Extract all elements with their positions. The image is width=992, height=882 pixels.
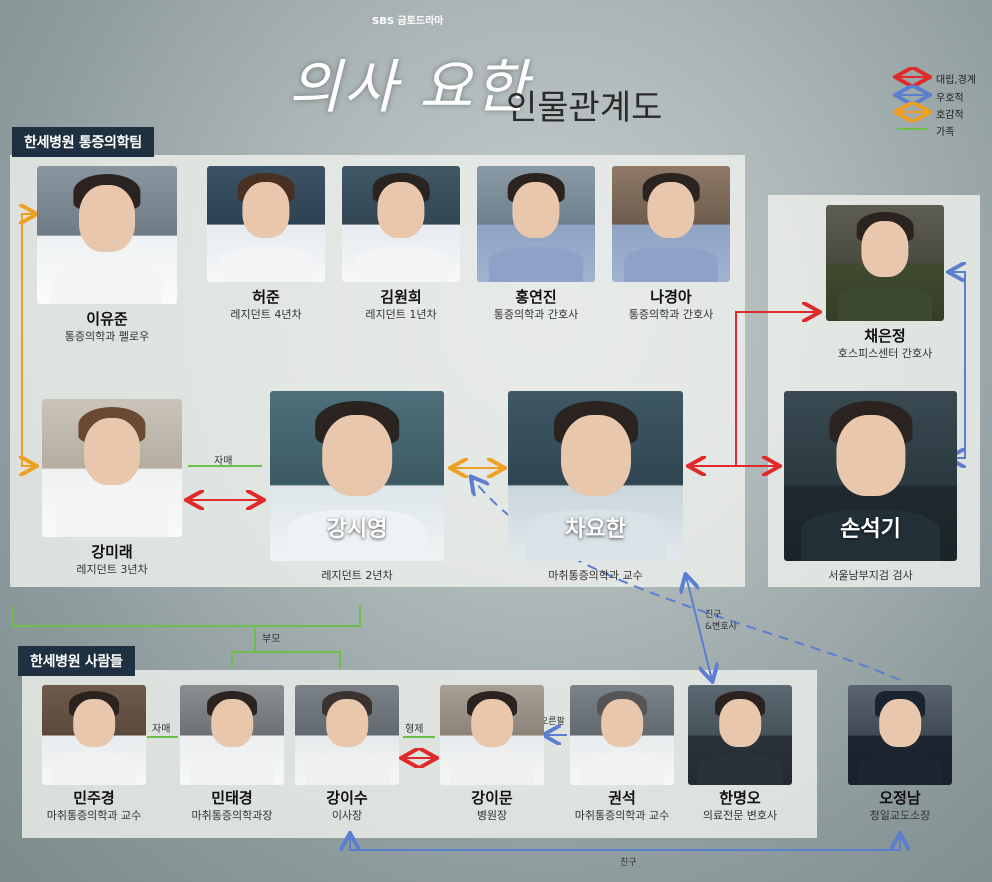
- legend: [897, 77, 928, 130]
- character-photo: [477, 166, 595, 282]
- character-card-chaeeunjeong[interactable]: 채은정 호스피스센터 간호사: [826, 205, 944, 365]
- character-name: 채은정: [864, 327, 906, 345]
- character-photo: [440, 685, 544, 785]
- legend-label-conflict: 대립,경계: [936, 75, 976, 86]
- character-role: 레지던트 4년차: [230, 308, 302, 321]
- character-name: 권석: [608, 789, 636, 807]
- character-card-kimwonhee[interactable]: 김원희 레지던트 1년차: [342, 166, 460, 326]
- character-name: 김원희: [380, 288, 422, 306]
- link-parents-bracket: [11, 606, 361, 627]
- character-role: 통증의학과 간호사: [493, 308, 579, 321]
- legend-label-liking: 호감적: [936, 110, 964, 121]
- link-ohjeongnam-dashed: [472, 478, 901, 681]
- character-photo: [42, 399, 182, 537]
- character-name: 나경아: [650, 288, 692, 306]
- character-role: 마취통증의학과 교수: [46, 809, 142, 822]
- character-photo: [688, 685, 792, 785]
- section-tag-hospital: 한세병원 사람들: [18, 646, 135, 676]
- rel-label-right-hand: 오른팔: [540, 717, 565, 727]
- character-role: 병원장: [476, 809, 508, 822]
- link-leeyujun-kangmirae: [22, 214, 35, 466]
- link-chayohan-chaeeunjeong: [735, 312, 818, 466]
- character-card-sonseokgi[interactable]: 손석기 서울남부지검 검사: [784, 391, 957, 583]
- rel-label-friend-lawyer-2: &변호사: [705, 622, 737, 632]
- character-card-kangsiyoung[interactable]: 강시영 레지던트 2년차: [270, 391, 444, 583]
- character-name: 민태경: [211, 789, 253, 807]
- character-role: 의료전문 변호사: [702, 809, 778, 822]
- character-name: 허준: [252, 288, 280, 306]
- rel-label-sisters: 자매: [214, 456, 233, 467]
- character-name: 이유준: [86, 310, 128, 328]
- link-chaeeunjeong-sonseokgi: [950, 272, 966, 458]
- rel-label-sisters2: 자매: [152, 724, 171, 735]
- character-role: 통증의학과 간호사: [628, 308, 714, 321]
- character-name: 오정남: [879, 789, 921, 807]
- link-friend-lawyer: [686, 576, 712, 680]
- character-role: 레지던트 3년차: [76, 563, 148, 576]
- character-card-kangmirae[interactable]: 강미래 레지던트 3년차: [42, 399, 182, 584]
- character-photo: [295, 685, 399, 785]
- character-photo: [37, 166, 177, 304]
- character-role: 청일교도소장: [869, 809, 931, 822]
- character-name: 강미래: [91, 543, 133, 561]
- show-title-logo: 의사 요한: [288, 53, 530, 121]
- character-photo: 손석기: [784, 391, 957, 561]
- character-role: 레지던트 2년차: [321, 569, 393, 582]
- rel-label-parents: 부모: [262, 634, 281, 645]
- character-card-kwonseok[interactable]: 권석 마취통증의학과 교수: [570, 685, 674, 830]
- character-card-leeyujun[interactable]: 이유준 통증의학과 펠로우: [37, 166, 177, 356]
- character-card-ohjeongnam[interactable]: 오정남 청일교도소장: [848, 685, 952, 830]
- character-card-hongyeonjin[interactable]: 홍연진 통증의학과 간호사: [477, 166, 595, 326]
- character-role: 마취통증의학과 교수: [574, 809, 670, 822]
- character-role: 이사장: [331, 809, 363, 822]
- character-photo: [826, 205, 944, 321]
- character-card-heojun[interactable]: 허준 레지던트 4년차: [207, 166, 325, 326]
- character-photo: [612, 166, 730, 282]
- rel-label-brothers: 형제: [405, 724, 424, 735]
- character-photo: [342, 166, 460, 282]
- character-name: 한명오: [719, 789, 761, 807]
- character-photo: [570, 685, 674, 785]
- character-card-chayohan[interactable]: 차요한 마취통증의학과 교수: [508, 391, 683, 583]
- rel-label-friend: 친구: [620, 858, 637, 868]
- channel-logo: SBS 금토드라마: [372, 16, 444, 27]
- character-photo: [42, 685, 146, 785]
- legend-label-family: 가족: [936, 127, 955, 138]
- character-photo: 차요한: [508, 391, 683, 561]
- character-photo: [848, 685, 952, 785]
- character-name-overlay: 강시영: [326, 517, 388, 542]
- character-role: 마취통증의학과장: [191, 809, 273, 822]
- character-card-hanmyeongo[interactable]: 한명오 의료전문 변호사: [688, 685, 792, 830]
- character-role: 서울남부지검 검사: [828, 569, 913, 582]
- rel-label-friend-lawyer-1: 친구: [705, 610, 722, 620]
- character-card-nagyeonga[interactable]: 나경아 통증의학과 간호사: [612, 166, 730, 326]
- character-name-overlay: 차요한: [565, 517, 626, 542]
- character-role: 마취통증의학과 교수: [548, 569, 643, 582]
- link-parents-kids: [231, 651, 341, 668]
- character-role: 통증의학과 펠로우: [64, 330, 150, 343]
- link-friend-bottom: [350, 835, 900, 851]
- character-role: 레지던트 1년차: [365, 308, 437, 321]
- character-name: 민주경: [73, 789, 115, 807]
- character-photo: [207, 166, 325, 282]
- character-card-minjukyung[interactable]: 민주경 마취통증의학과 교수: [42, 685, 146, 830]
- diagram-title: 인물관계도: [506, 88, 663, 128]
- character-card-mintaekyung[interactable]: 민태경 마취통증의학과장: [180, 685, 284, 830]
- character-name-overlay: 손석기: [840, 517, 901, 542]
- character-photo: [180, 685, 284, 785]
- legend-label-friendly: 우호적: [936, 93, 964, 104]
- character-name: 강이수: [326, 789, 368, 807]
- character-card-kangisu[interactable]: 강이수 이사장: [295, 685, 399, 830]
- character-card-kangimun[interactable]: 강이문 병원장: [440, 685, 544, 830]
- character-role: 호스피스센터 간호사: [837, 347, 933, 360]
- character-photo: 강시영: [270, 391, 444, 561]
- section-tag-team: 한세병원 통증의학팀: [12, 127, 154, 157]
- character-name: 강이문: [471, 789, 513, 807]
- character-name: 홍연진: [515, 288, 557, 306]
